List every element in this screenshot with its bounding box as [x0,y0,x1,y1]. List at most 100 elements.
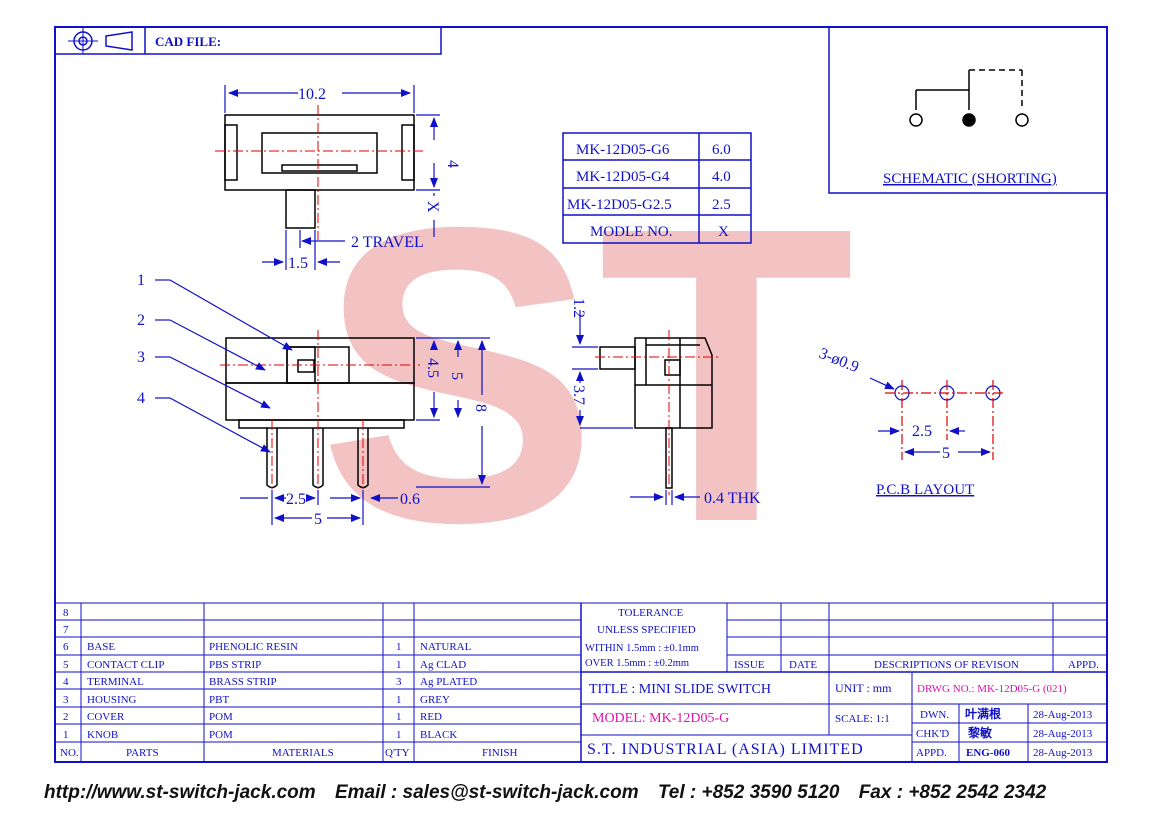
parts-qty: 1 [396,694,402,706]
parts-header-finish: FINISH [482,747,518,759]
parts-part: COVER [87,711,125,723]
tolerance-over: OVER 1.5mm : ±0.2mm [585,658,689,669]
watermark-st: ST [318,141,855,610]
dim-travel-label: 2 TRAVEL [351,234,424,251]
parts-no: 1 [63,729,69,741]
dwn-label: DWN. [920,709,949,721]
parts-no: 4 [63,676,69,688]
tolerance-subtitle: UNLESS SPECIFIED [597,624,696,636]
drawing-scale: SCALE: 1:1 [835,713,890,725]
pcb-layout-label: P.C.B LAYOUT [876,482,974,498]
email-text[interactable]: Email : sales@st-switch-jack.com [334,782,639,803]
dim-h45-label: 4.5 [424,358,441,378]
dim-side-37-label: 3.7 [570,385,587,405]
parts-part: HOUSING [87,694,137,706]
dim-h5-label: 5 [448,372,465,380]
parts-material: POM [209,711,233,723]
pcb-span-label: 5 [942,445,950,462]
callout-number: 3 [137,349,145,366]
dim-pitch-label: 2.5 [286,491,306,508]
parts-no: 5 [63,659,69,671]
parts-part: TERMINAL [87,676,144,688]
parts-qty: 1 [396,729,402,741]
company-name: S.T. INDUSTRIAL (ASIA) LIMITED [587,741,864,758]
model-row-x: 2.5 [712,197,731,213]
dim-knob-width-label: 1.5 [288,255,308,272]
schematic-terminal [909,113,923,127]
parts-material: PHENOLIC RESIN [209,641,298,653]
model-row-name: MK-12D05-G2.5 [567,197,672,213]
schematic-panel: SCHEMATIC (SHORTING) [828,26,1108,194]
parts-no: 7 [63,624,69,636]
chkd-label: CHK'D [916,728,949,740]
appd-label: APPD. [916,747,947,759]
parts-finish: Ag CLAD [420,659,466,671]
tolerance-within: WITHIN 1.5mm : ±0.1mm [585,643,699,654]
callout-number: 4 [137,390,145,407]
parts-no: 3 [63,694,69,706]
drawing-model: MODEL: MK-12D05-G [592,711,729,726]
revision-issue-header: ISSUE [734,659,765,671]
model-row-name: MK-12D05-G6 [576,142,670,158]
phone-text: Tel : +852 3590 5120 [657,782,840,803]
projection-cone-icon [105,31,133,51]
parts-no: 6 [63,641,69,653]
dim-thickness-label: 0.4 THK [704,490,761,507]
cad-header: CAD FILE: [54,26,442,55]
parts-header-materials: MATERIALS [272,747,334,759]
revision-date-header: DATE [789,659,817,671]
model-row-x: 4.0 [712,169,731,185]
parts-finish: RED [420,711,442,723]
revision-desc-header: DESCRIPTIONS OF REVISON [874,659,1019,671]
parts-finish: GREY [420,694,450,706]
parts-header-no: NO. [60,747,79,759]
model-row-x: X [718,224,729,240]
side-view [599,337,713,489]
model-row-name: MK-12D05-G4 [576,169,670,185]
model-row-x: 6.0 [712,142,731,158]
contact-footer: http://www.st-switch-jack.com Email : sa… [44,782,1060,804]
schematic-common [962,113,976,127]
parts-qty: 1 [396,659,402,671]
top-view [224,114,415,229]
parts-qty: 3 [396,676,402,688]
appd-date: 28-Aug-2013 [1033,747,1093,759]
schematic-label: SCHEMATIC (SHORTING) [883,171,1057,187]
dim-width-label: 10.2 [298,86,326,103]
dim-side-12-label: 1.2 [570,298,587,318]
drawing-title: TITLE : MINI SLIDE SWITCH [589,682,771,697]
appd-name: ENG-060 [966,747,1011,759]
dim-h8-label: 8 [472,404,489,412]
callout-number: 2 [137,312,145,329]
parts-finish: BLACK [420,729,457,741]
parts-part: KNOB [87,729,118,741]
dwn-name: 叶满根 [965,706,1001,721]
parts-finish: Ag PLATED [420,676,477,688]
parts-part: BASE [87,641,115,653]
schematic-terminal [1015,113,1029,127]
dim-pin-width-label: 0.6 [400,491,420,508]
tolerance-title: TOLERANCE [618,607,683,619]
parts-qty: 1 [396,641,402,653]
chkd-name: 黎敏 [968,725,993,740]
dim-height-label: 4 [444,160,461,168]
parts-no: 2 [63,711,69,723]
parts-qty: 1 [396,711,402,723]
parts-material: BRASS STRIP [209,676,277,688]
fax-text: Fax : +852 2542 2342 [858,782,1047,803]
drawing-unit: UNIT : mm [835,681,892,695]
parts-finish: NATURAL [420,641,472,653]
dwn-date: 28-Aug-2013 [1033,709,1093,721]
parts-part: CONTACT CLIP [87,659,164,671]
dim-x-label: X [424,201,441,213]
callout-number: 1 [137,272,145,289]
title-block [581,602,1107,762]
parts-material: POM [209,729,233,741]
website-link[interactable]: http://www.st-switch-jack.com [44,782,316,803]
model-table [562,132,752,244]
chkd-date: 28-Aug-2013 [1033,728,1093,740]
parts-material: PBT [209,694,229,706]
parts-header-parts: PARTS [126,747,159,759]
revision-appd-header: APPD. [1068,659,1099,671]
